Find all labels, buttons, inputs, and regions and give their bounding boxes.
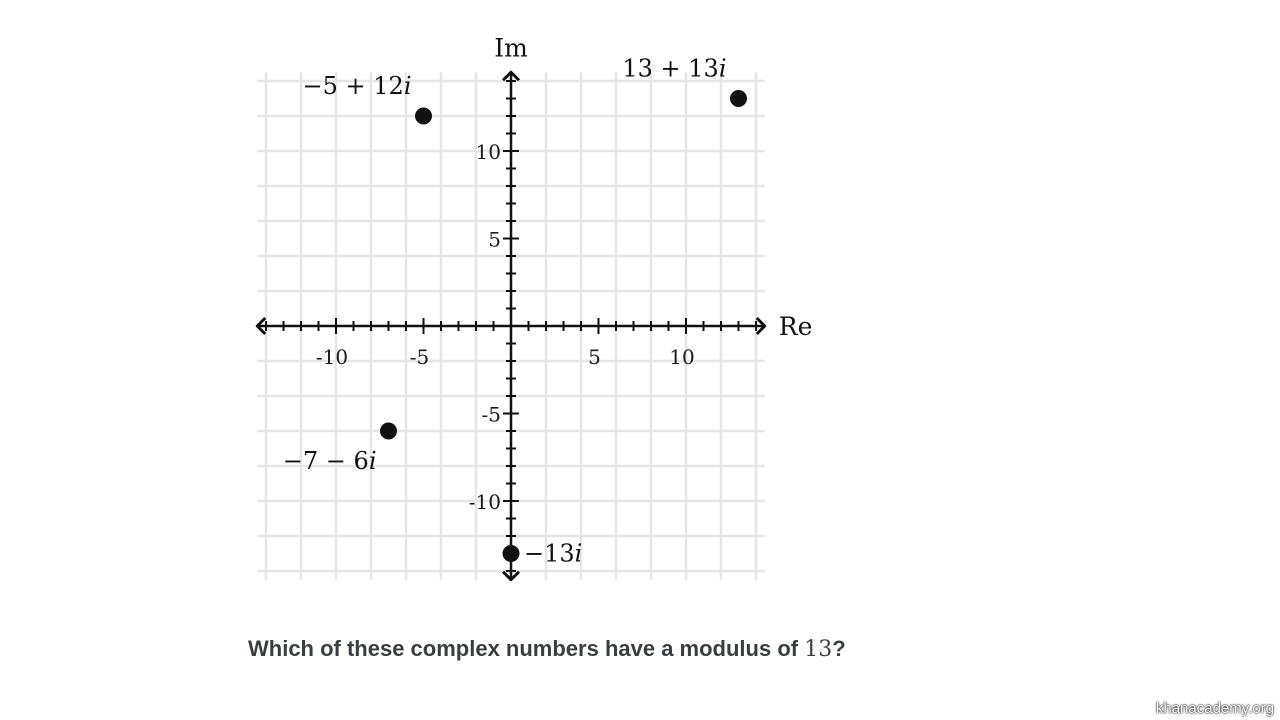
point-marker [502,545,520,562]
y-tick-label: 10 [476,140,501,164]
question-number: 13 [804,637,833,662]
x-tick-label: 10 [669,345,694,369]
tick-labels: -10 -5 5 10 10 5 -5 -10 [316,140,695,514]
point-labels: −5 + 12i 13 + 13i −7 − 6i −13i [283,55,727,568]
real-axis-left-arrow [255,316,267,336]
y-tick-label: -5 [482,403,501,427]
x-tick-label: -10 [316,345,348,369]
axes [255,70,767,582]
question-text: Which of these complex numbers have a mo… [248,636,846,662]
plotted-points [380,90,747,562]
imaginary-axis-up-arrow [501,70,521,82]
axis-ticks [265,80,757,572]
question-suffix: ? [832,636,846,661]
real-axis-label: Re [779,312,813,341]
point-marker [380,422,397,440]
imaginary-axis-down-arrow [501,570,521,582]
real-axis-right-arrow [755,316,767,336]
point-label: −7 − 6i [283,447,377,475]
point-marker [415,107,432,125]
point-label: −13i [524,540,582,568]
imaginary-axis-label: Im [494,33,528,62]
watermark: khanacademy.org [1155,700,1274,717]
y-tick-label: -10 [469,490,501,514]
x-tick-label: 5 [588,345,601,369]
point-label: 13 + 13i [622,55,726,83]
point-label: −5 + 12i [303,72,412,100]
y-tick-label: 5 [488,228,501,252]
point-marker [730,90,747,107]
x-tick-label: -5 [410,345,429,369]
question-prefix: Which of these complex numbers have a mo… [248,636,805,661]
